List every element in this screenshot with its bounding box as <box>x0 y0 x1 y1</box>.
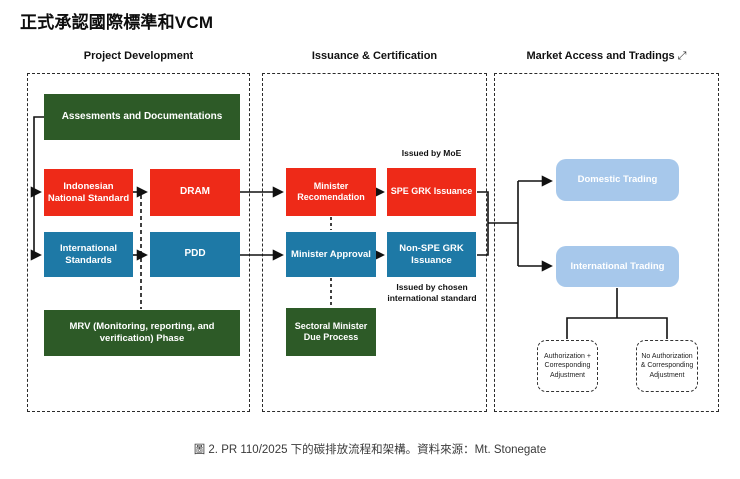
node-mrv-phase: MRV (Monitoring, reporting, and verifica… <box>44 310 240 356</box>
node-minister-recomendation: Minister Recomendation <box>286 168 376 216</box>
node-spe-grk-issuance: SPE GRK Issuance <box>387 168 476 216</box>
figure-title: 正式承認國際標準和VCM <box>20 13 214 32</box>
node-minister-approval: Minister Approval <box>286 232 376 277</box>
column-frame-market-access <box>494 73 719 412</box>
node-dram: DRAM <box>150 169 240 216</box>
node-authorization-corresponding-adjustment: Authorization + Corresponding Adjustment <box>537 340 598 392</box>
node-assessments-documentations: Assesments and Documentations <box>44 94 240 140</box>
column-header-market-access: Market Access and Tradings ⤢ <box>494 50 719 62</box>
node-no-authorization-corresponding-adjustment: No Authorization & Corresponding Adjustm… <box>636 340 698 392</box>
note-issued-by-moe: Issued by MoE <box>401 148 462 158</box>
column-header-label: Market Access and Tradings <box>526 50 675 62</box>
column-frame-issuance-certification <box>262 73 487 412</box>
column-header-label: Issuance & Certification <box>311 50 438 62</box>
node-sectoral-minister-due-process: Sectoral Minister Due Process <box>286 308 376 356</box>
node-international-trading: International Trading <box>556 246 679 287</box>
node-pdd: PDD <box>150 232 240 277</box>
node-indonesian-national-standard: Indonesian National Standard <box>44 169 133 216</box>
column-header-project-development: Project Development <box>27 50 250 62</box>
node-domestic-trading: Domestic Trading <box>556 159 679 201</box>
node-non-spe-grk-issuance: Non-SPE GRK Issuance <box>387 232 476 277</box>
column-header-issuance-certification: Issuance & Certification <box>262 50 487 62</box>
expand-icon[interactable]: ⤢ <box>677 49 687 62</box>
column-frame-project-development <box>27 73 250 412</box>
figure-caption: 圖 2. PR 110/2025 下的碳排放流程和架構。資料來源：Mt. Sto… <box>193 444 547 456</box>
column-header-label: Project Development <box>83 50 194 62</box>
note-issued-by-chosen-standard: Issued by chosen international standard <box>387 282 477 303</box>
node-international-standards: International Standards <box>44 232 133 277</box>
